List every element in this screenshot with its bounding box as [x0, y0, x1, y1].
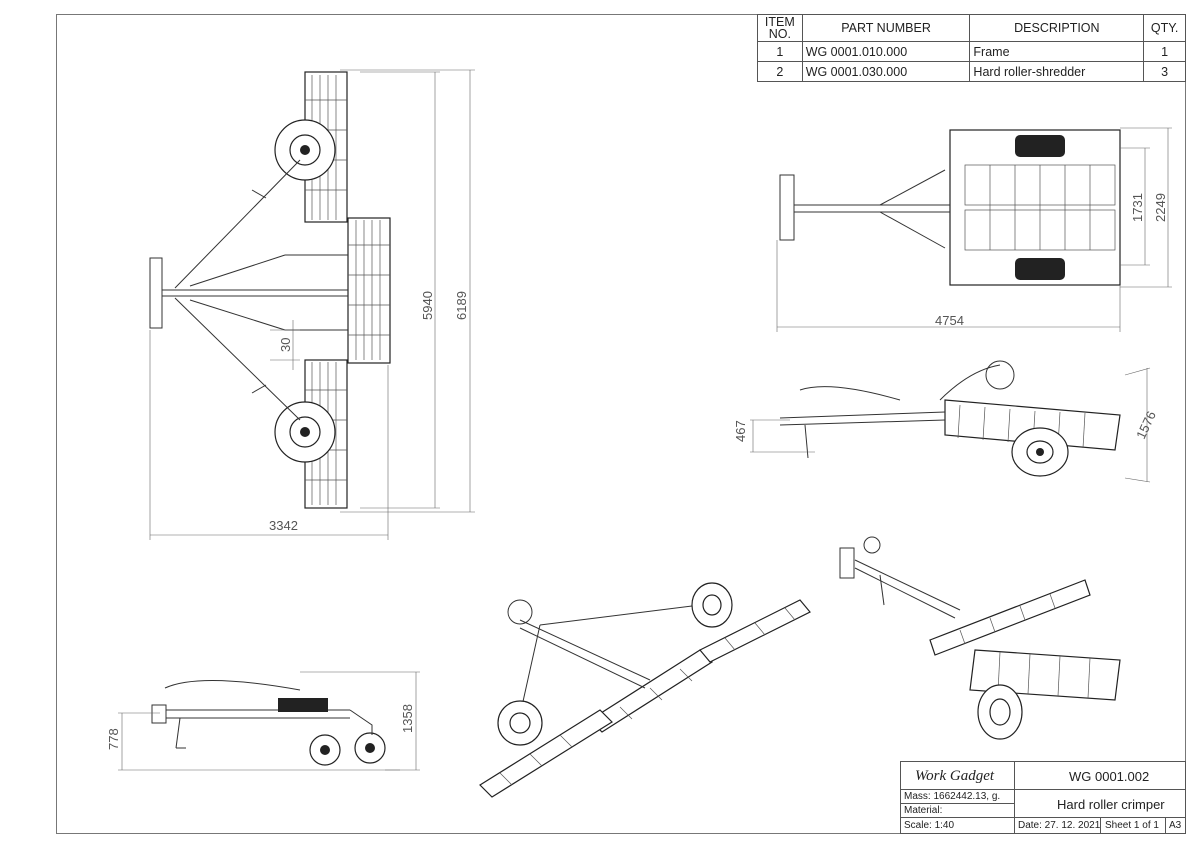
dim-plan-length: 4754 — [935, 313, 964, 328]
front-roller-left — [309, 734, 341, 766]
dim-top-small: 30 — [278, 338, 293, 352]
scale: Scale: 1:40 — [904, 820, 955, 831]
tb-mass-cell: Mass: 1662442.13, g. — [900, 789, 1015, 804]
bill-of-materials: ITEM NO. PART NUMBER DESCRIPTION QTY. 1 … — [757, 14, 1186, 82]
tb-date-cell: Date: 27. 12. 2021 — [1014, 817, 1101, 834]
front-roller-right — [354, 732, 386, 764]
tb-number-cell: WG 0001.002 — [1014, 761, 1186, 790]
side-roller-bed — [944, 399, 1121, 451]
mass: Mass: 1662442.13, g. — [904, 791, 1001, 802]
dim-front-overall: 1358 — [400, 704, 415, 733]
plan-wheel-top — [1015, 135, 1065, 157]
isometric-view-left — [479, 582, 811, 798]
plan-view: 4754 1731 2249 — [776, 127, 1172, 332]
dim-side-height: 467 — [733, 420, 748, 442]
bom-desc: Hard roller-shredder — [969, 61, 1145, 82]
top-roller-middle — [347, 217, 391, 364]
bom-qty: 3 — [1143, 61, 1186, 82]
bom-row: 1 WG 0001.010.000 Frame 1 — [757, 41, 1186, 62]
front-view: 778 1358 — [106, 671, 420, 771]
isometric-view-right — [839, 536, 1121, 740]
side-wheel — [1011, 427, 1069, 477]
drawing-number: WG 0001.002 — [1069, 769, 1150, 784]
side-drawbar — [779, 360, 1015, 459]
material: Material: — [904, 805, 943, 816]
plan-drawbar — [779, 169, 950, 249]
dim-side-overall: 1576 — [1133, 409, 1159, 442]
dim-top-width: 3342 — [269, 518, 298, 533]
side-view: 467 1576 — [733, 360, 1159, 483]
tb-company-cell: Work Gadget — [900, 761, 1015, 790]
tb-title-cell: Hard roller crimper — [1014, 789, 1186, 818]
bom-desc: Frame — [969, 41, 1145, 62]
tb-size-cell: A3 — [1165, 817, 1186, 834]
top-wheel-upper — [274, 119, 336, 181]
top-drawbar — [149, 159, 348, 421]
drawing-border — [56, 14, 1186, 834]
title-block: Work Gadget WG 0001.002 Mass: 1662442.13… — [900, 761, 1186, 834]
date: Date: 27. 12. 2021 — [1018, 820, 1101, 831]
dim-plan-outer-width: 2249 — [1153, 193, 1168, 222]
dim-plan-inner-width: 1731 — [1130, 193, 1145, 222]
dim-top-inner-length: 5940 — [420, 291, 435, 320]
tb-material-cell: Material: — [900, 803, 1015, 818]
dim-top-overall-length: 6189 — [454, 291, 469, 320]
top-wheel-lower — [274, 401, 336, 463]
bom-header-desc: DESCRIPTION — [969, 14, 1145, 42]
bom-header-part: PART NUMBER — [801, 14, 971, 42]
bom-header-row: ITEM NO. PART NUMBER DESCRIPTION QTY. — [757, 14, 1186, 42]
tb-scale-cell: Scale: 1:40 — [900, 817, 1015, 834]
iso1-roller-right — [699, 599, 811, 663]
front-cylinder — [278, 698, 328, 712]
sheet: Sheet 1 of 1 — [1105, 820, 1159, 831]
bom-row: 2 WG 0001.030.000 Hard roller-shredder 3 — [757, 61, 1186, 82]
bom-qty: 1 — [1143, 41, 1186, 62]
dim-front-height: 778 — [106, 728, 121, 750]
iso2-wheel — [977, 684, 1023, 740]
iso1-wheel-bottom — [497, 700, 543, 746]
drawing-title: Hard roller crimper — [1057, 797, 1165, 812]
plan-wheel-bottom — [1015, 258, 1065, 280]
iso1-wheel-top — [691, 582, 733, 628]
iso2-roller-front — [929, 579, 1091, 656]
top-view: 3342 5940 6189 30 — [149, 69, 475, 540]
bom-part: WG 0001.010.000 — [801, 41, 971, 62]
sheet-size: A3 — [1169, 820, 1182, 831]
company-name: Work Gadget — [915, 768, 995, 784]
tb-sheet-cell: Sheet 1 of 1 — [1100, 817, 1166, 834]
